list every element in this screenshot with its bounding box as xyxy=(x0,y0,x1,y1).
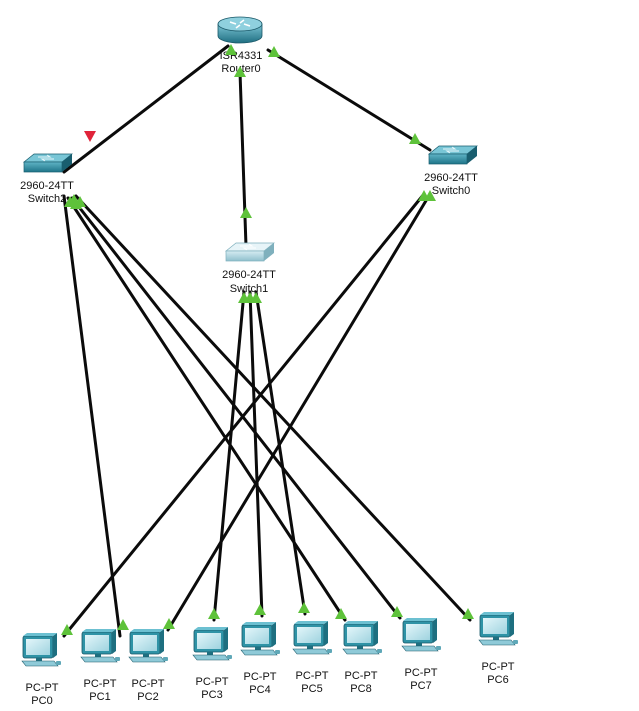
link-status-up-pc7-icon xyxy=(391,606,403,617)
link-status-up-pc8-icon xyxy=(335,608,347,619)
link-switch1-pc4[interactable] xyxy=(248,290,264,618)
link-status-up-pc0-icon xyxy=(61,624,73,635)
device-router0[interactable]: ISR4331Router0 xyxy=(217,16,263,75)
device-model-label: PC-PT xyxy=(405,667,438,679)
switch-icon xyxy=(428,145,478,165)
device-model-label: 2960-24TT xyxy=(20,180,74,192)
link-switch2-pc1[interactable] xyxy=(62,194,122,638)
status-layer xyxy=(61,44,474,635)
device-name-label: PC5 xyxy=(301,683,322,695)
link-status-up-pc4-icon xyxy=(254,604,266,615)
device-model-label: PC-PT xyxy=(244,671,277,683)
device-model-label: ISR4331 xyxy=(220,50,263,62)
link-status-up-switch1-icon xyxy=(250,292,262,303)
link-status-up-router0-icon xyxy=(225,44,237,55)
link-status-down-switch2-icon xyxy=(84,131,96,142)
pc-icon xyxy=(21,633,61,667)
link-status-up-pc2-icon xyxy=(163,618,175,629)
link-status-up-pc5-icon xyxy=(298,602,310,613)
link-status-up-router0-icon xyxy=(268,46,280,57)
link-status-up-switch0-icon xyxy=(424,190,436,201)
link-status-up-switch0-icon xyxy=(409,133,421,144)
pc-icon xyxy=(401,618,441,652)
link-status-up-switch1-icon xyxy=(240,207,252,218)
pc-icon xyxy=(128,629,168,663)
link-router0-switch1[interactable] xyxy=(238,70,248,248)
devices-layer: ISR4331Router02960-24TTSwitch22960-24TTS… xyxy=(20,16,518,707)
device-name-label: Switch2 xyxy=(28,193,67,205)
device-switch1[interactable]: 2960-24TT Switch1 xyxy=(222,242,276,295)
pc-icon xyxy=(292,621,332,655)
device-model-label: 2960-24TT xyxy=(222,269,276,281)
link-switch1-pc5[interactable] xyxy=(254,290,307,616)
pc-icon xyxy=(192,627,232,661)
link-status-up-pc6-icon xyxy=(462,608,474,619)
link-status-up-pc3-icon xyxy=(208,608,220,619)
link-router0-switch0[interactable] xyxy=(266,48,432,152)
link-status-up-pc1-icon xyxy=(117,619,129,630)
link-switch0-pc2[interactable] xyxy=(166,192,432,632)
link-switch2-pc7[interactable] xyxy=(70,196,402,620)
device-model-label: PC-PT xyxy=(132,678,165,690)
device-name-label: PC8 xyxy=(350,683,371,695)
device-model-label: PC-PT xyxy=(482,661,515,673)
device-model-label: PC-PT xyxy=(196,676,229,688)
device-name-label: Switch0 xyxy=(432,185,471,197)
pc-icon xyxy=(240,622,280,656)
device-name-label: PC0 xyxy=(31,695,52,707)
link-status-up-router0-icon xyxy=(234,66,246,77)
device-model-label: PC-PT xyxy=(84,678,117,690)
switch-icon xyxy=(225,242,275,262)
pc-icon xyxy=(80,629,120,663)
device-name-label: Switch1 xyxy=(230,283,269,295)
device-name-label: PC4 xyxy=(249,684,270,696)
pc-icon xyxy=(478,612,518,646)
link-switch2-pc8[interactable] xyxy=(66,196,347,622)
device-name-label: PC2 xyxy=(137,691,158,703)
router-icon xyxy=(217,16,263,44)
link-switch1-pc3[interactable] xyxy=(212,290,246,622)
switch-icon xyxy=(23,153,73,173)
links-layer xyxy=(62,44,472,638)
pc-icon xyxy=(342,621,382,655)
device-name-label: PC1 xyxy=(89,691,110,703)
device-model-label: PC-PT xyxy=(26,682,59,694)
device-model-label: PC-PT xyxy=(345,670,378,682)
link-status-up-switch2-icon xyxy=(74,196,86,207)
device-model-label: PC-PT xyxy=(296,670,329,682)
link-switch0-pc0[interactable] xyxy=(62,192,426,638)
device-model-label: 2960-24TT xyxy=(424,172,478,184)
device-name-label: PC6 xyxy=(487,674,508,686)
link-router0-switch2[interactable] xyxy=(62,44,230,174)
device-name-label: PC3 xyxy=(201,689,222,701)
device-name-label: PC7 xyxy=(410,680,431,692)
